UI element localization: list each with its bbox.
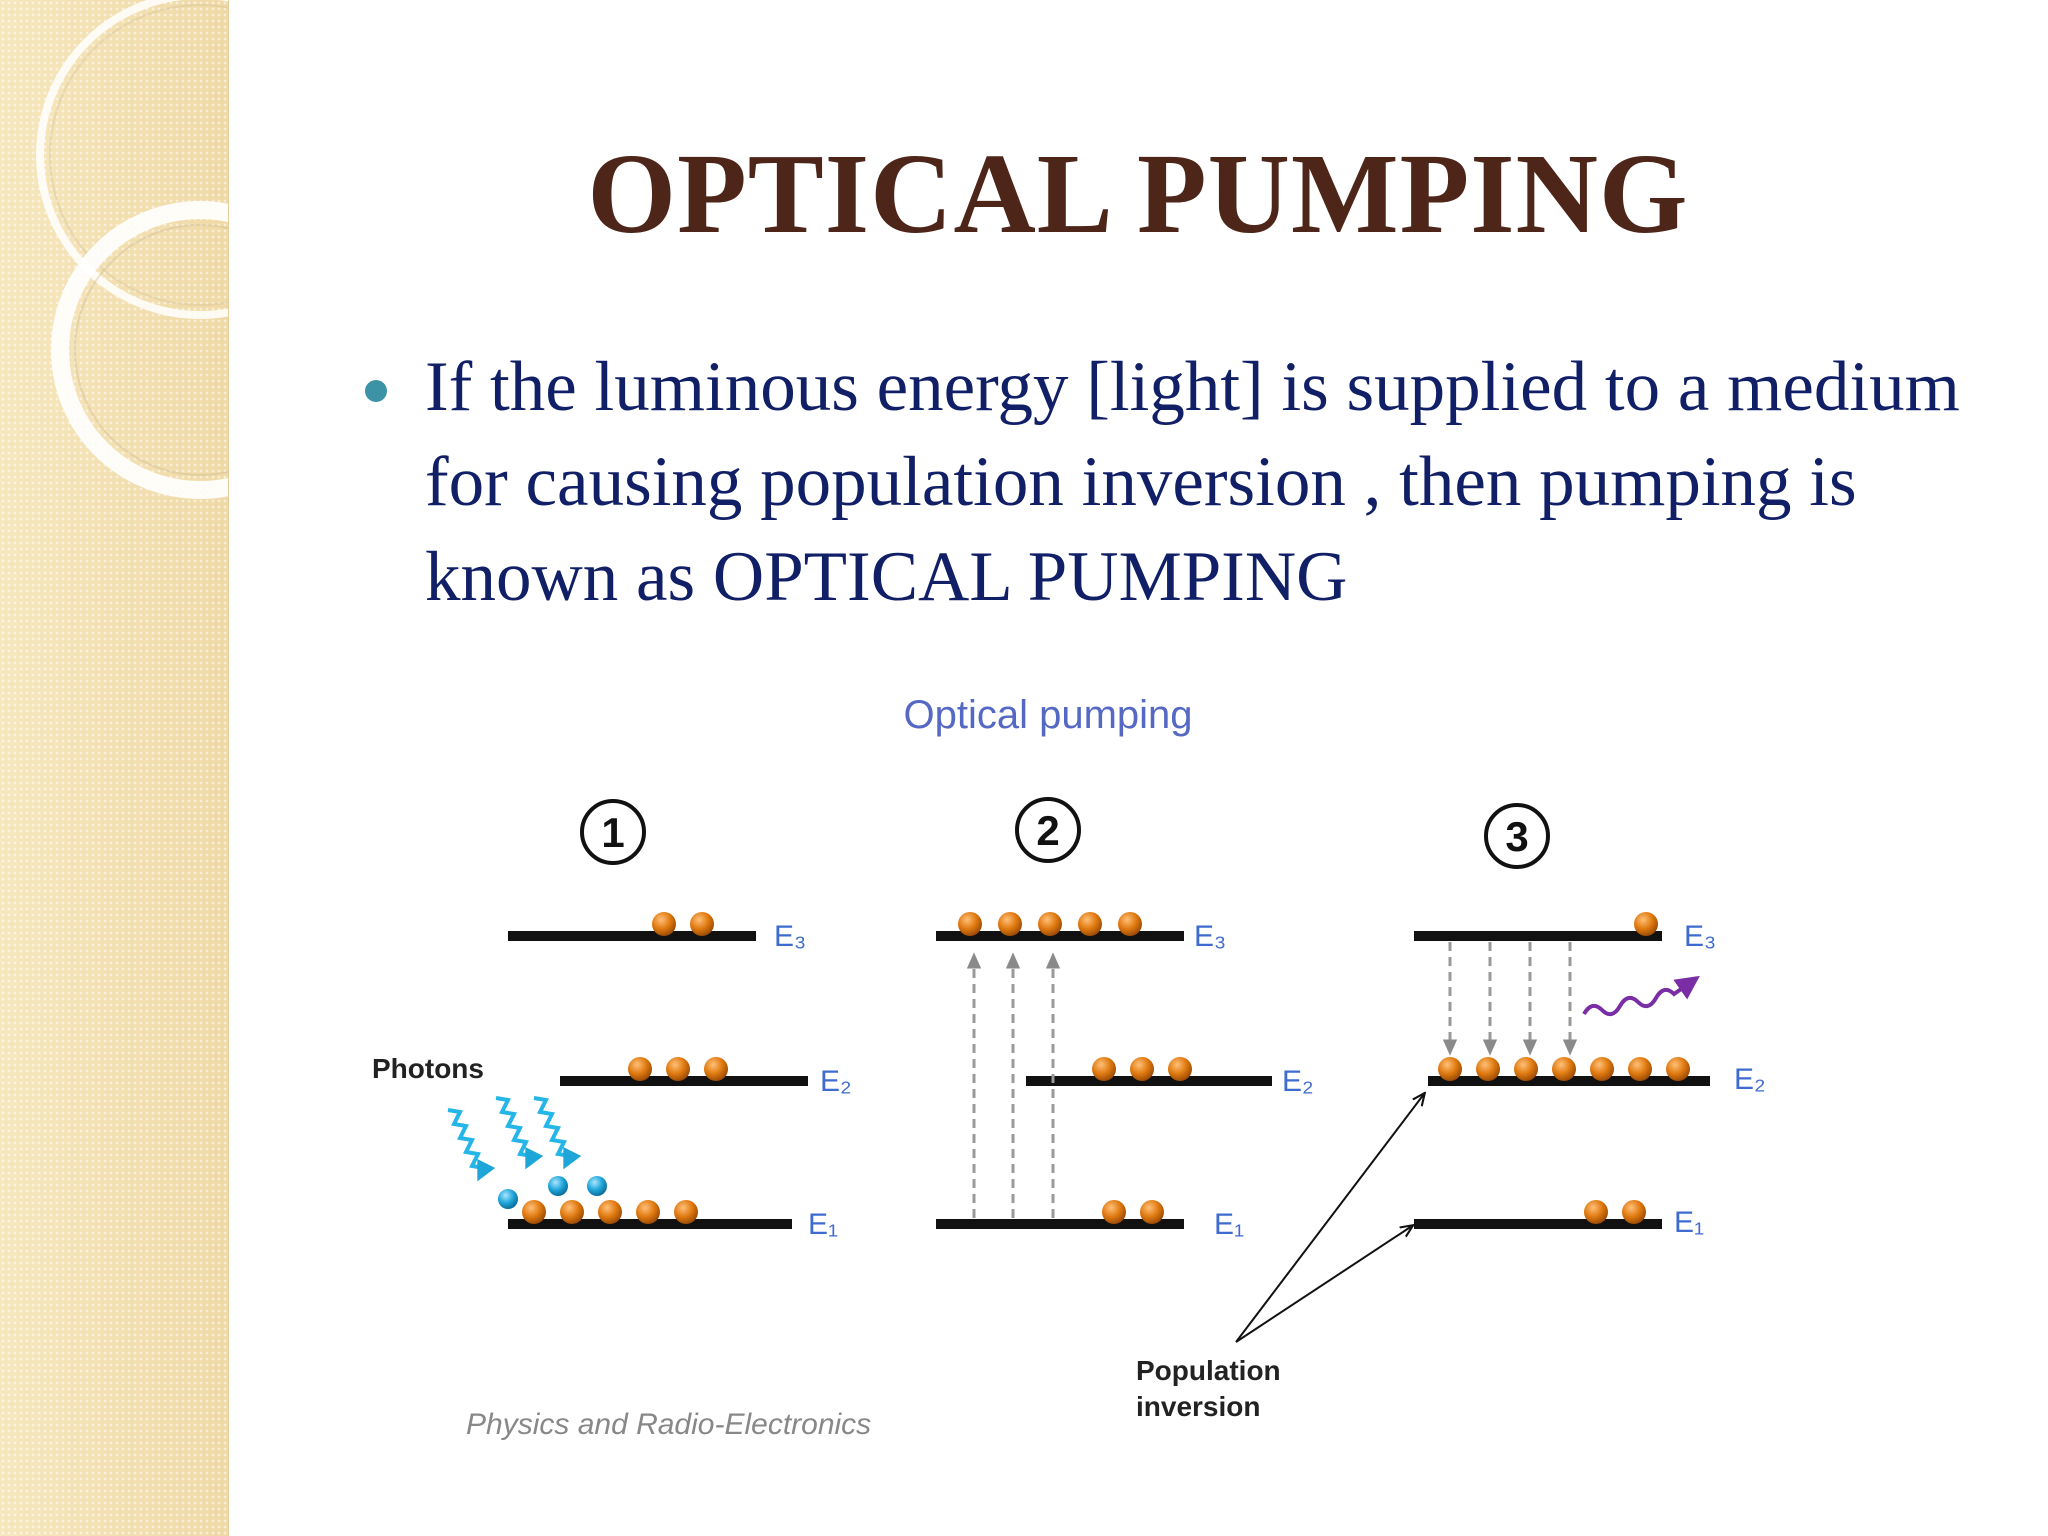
level-label-e3: E₃ (1194, 920, 1226, 953)
electron (1438, 1057, 1462, 1081)
electron (1140, 1200, 1164, 1224)
diagram-title: Optical pumping (903, 693, 1192, 737)
photon-wave (495, 1096, 544, 1170)
electron (1102, 1200, 1126, 1224)
level-label-e1: E₁ (1214, 1208, 1244, 1241)
electron (522, 1200, 546, 1224)
electron (598, 1200, 622, 1224)
electron (958, 912, 982, 936)
inversion-pointer-arrow (1235, 1226, 1412, 1343)
photon (587, 1176, 607, 1196)
electron (1552, 1057, 1576, 1081)
level-label-e2: E₂ (1734, 1063, 1766, 1096)
electron (1584, 1200, 1608, 1224)
level-label-e3: E₃ (774, 920, 806, 953)
level-label-e3: E₃ (1684, 920, 1716, 953)
population-inversion-label-line2: inversion (1136, 1391, 1260, 1422)
svg-text:3: 3 (1505, 813, 1528, 860)
photon-wave (533, 1096, 582, 1170)
electron (1628, 1057, 1652, 1081)
level-label-e1: E₁ (808, 1208, 838, 1241)
electron (998, 912, 1022, 936)
electron (1666, 1057, 1690, 1081)
bullet-dot-icon (365, 380, 387, 402)
svg-text:2: 2 (1036, 807, 1059, 854)
decay-arrows (1442, 942, 1578, 1056)
svg-text:1: 1 (601, 809, 624, 856)
electron (690, 912, 714, 936)
level-label-e2: E₂ (820, 1065, 852, 1098)
electron (1590, 1057, 1614, 1081)
electron (1168, 1057, 1192, 1081)
photon-waves (447, 1096, 582, 1182)
step-2-number: 2 (1015, 797, 1081, 863)
inversion-pointer-arrow (1235, 1094, 1424, 1343)
image-credit: Physics and Radio-Electronics (466, 1408, 871, 1441)
pump-arrows (966, 952, 1061, 1218)
electron (1078, 912, 1102, 936)
bullet-text: If the luminous energy [light] is suppli… (425, 348, 1960, 616)
electron (1118, 912, 1142, 936)
electron (674, 1200, 698, 1224)
electron (560, 1200, 584, 1224)
electron (1038, 912, 1062, 936)
step-3-number: 3 (1484, 803, 1550, 869)
electron (628, 1057, 652, 1081)
photons-label: Photons (372, 1053, 484, 1084)
electron (1130, 1057, 1154, 1081)
photon (498, 1189, 518, 1209)
electron (704, 1057, 728, 1081)
electron (652, 912, 676, 936)
electron (1622, 1200, 1646, 1224)
decorative-sidebar (0, 0, 229, 1536)
electron (1514, 1057, 1538, 1081)
level-label-e2: E₂ (1282, 1065, 1314, 1098)
electron (636, 1200, 660, 1224)
decorative-rings (36, 0, 228, 499)
population-inversion-label: Population (1136, 1355, 1281, 1386)
electron (666, 1057, 690, 1081)
step-1-number: 1 (580, 799, 646, 865)
level-label-e1: E₁ (1674, 1206, 1704, 1239)
slide-title: OPTICAL PUMPING (587, 130, 1689, 257)
electron (1092, 1057, 1116, 1081)
photon-wave (447, 1108, 496, 1182)
photon (548, 1176, 568, 1196)
electron (1634, 912, 1658, 936)
emitted-photon-wave (1582, 975, 1700, 1017)
electron (1476, 1057, 1500, 1081)
